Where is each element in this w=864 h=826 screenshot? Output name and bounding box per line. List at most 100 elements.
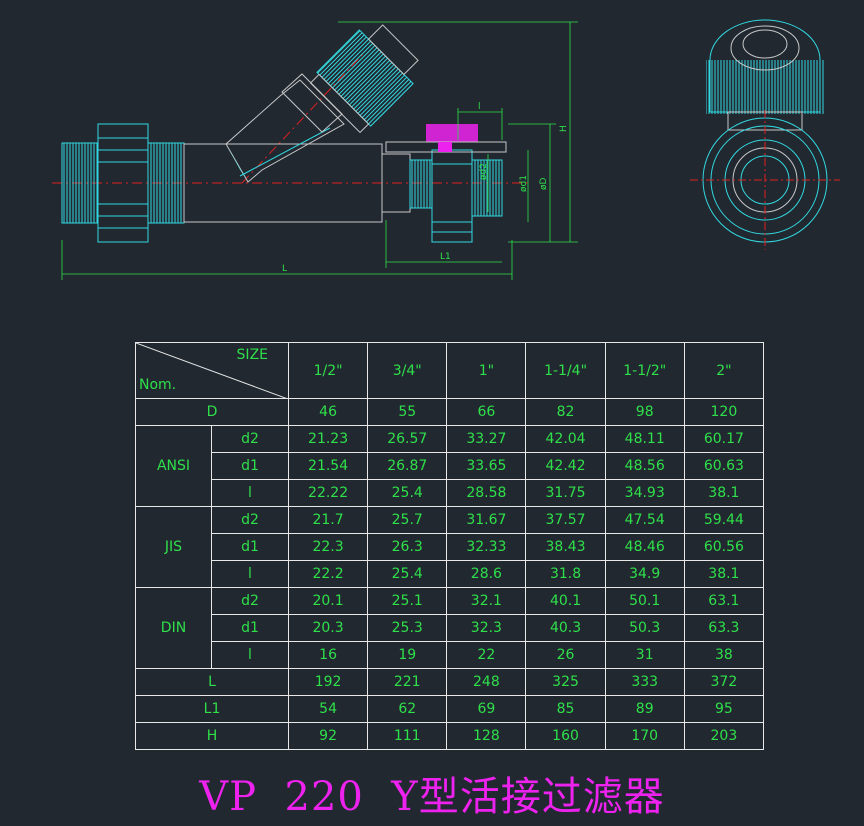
row-sub-label: d1	[211, 533, 289, 561]
table-cell: 21.54	[287, 452, 369, 480]
table-cell: 333	[604, 668, 685, 696]
table-cell: 55	[367, 398, 448, 426]
table-cell: 40.1	[525, 587, 606, 615]
strainer-cap	[309, 24, 419, 134]
table-cell: 50.1	[604, 587, 685, 615]
table-cell: 47.54	[604, 506, 685, 534]
row-label: D	[135, 398, 289, 426]
table-cell: 21.23	[287, 425, 369, 453]
size-header: 1"	[446, 342, 527, 399]
row-group-label: DIN	[135, 587, 212, 669]
table-cell: 32.3	[446, 614, 527, 642]
table-cell: 22.22	[287, 479, 369, 507]
table-cell: 42.42	[525, 452, 606, 480]
table-cell: 63.1	[683, 587, 765, 615]
table-cell: 82	[525, 398, 606, 426]
row-label: L1	[135, 695, 289, 723]
table-cell: 85	[525, 695, 606, 723]
table-cell: 89	[604, 695, 685, 723]
table-cell: 26.87	[367, 452, 448, 480]
table-cell: 26.3	[367, 533, 448, 561]
dim-label-D: øD	[539, 177, 549, 190]
side-view	[690, 19, 840, 250]
table-cell: 325	[525, 668, 606, 696]
row-sub-label: d2	[211, 506, 289, 534]
dim-label-L1: L1	[440, 252, 451, 262]
table-cell: 20.3	[287, 614, 369, 642]
row-label: L	[135, 668, 289, 696]
table-cell: 34.9	[604, 560, 685, 588]
dim-label-H: H	[559, 125, 569, 132]
dim-label-L: L	[282, 264, 287, 274]
table-cell: 170	[604, 722, 685, 750]
table-cell: 31.67	[446, 506, 527, 534]
size-header: 3/4"	[367, 342, 448, 399]
table-cell: 63.3	[683, 614, 765, 642]
table-cell: 111	[367, 722, 448, 750]
table-cell: 120	[683, 398, 765, 426]
row-sub-label: l	[211, 641, 289, 669]
right-union-nut	[381, 149, 503, 243]
left-union-nut	[61, 123, 185, 243]
table-cell: 26.57	[367, 425, 448, 453]
table-cell: 98	[604, 398, 685, 426]
table-cell: 40.3	[525, 614, 606, 642]
table-cell: 22	[446, 641, 527, 669]
row-sub-label: d2	[211, 587, 289, 615]
table-cell: 48.56	[604, 452, 685, 480]
table-cell: 32.1	[446, 587, 527, 615]
row-label: H	[135, 722, 289, 750]
dim-label-d1: ød1	[519, 175, 529, 192]
table-cell: 25.4	[367, 560, 448, 588]
table-cell: 16	[287, 641, 369, 669]
corner-diagonal	[136, 343, 288, 399]
size-header: 1-1/2"	[604, 342, 685, 399]
drawing-title: VP 220 Y型活接过滤器	[199, 774, 665, 820]
table-cell: 32.33	[446, 533, 527, 561]
table-cell: 25.7	[367, 506, 448, 534]
row-group-label: JIS	[135, 506, 212, 588]
table-cell: 95	[683, 695, 765, 723]
spec-table: SIZE Nom. 1/2" 3/4" 1" 1-1/4" 1-1/2" 2" …	[135, 342, 765, 750]
row-sub-label: d1	[211, 452, 289, 480]
table-cell: 60.17	[683, 425, 765, 453]
table-corner-cell: SIZE Nom.	[135, 342, 289, 399]
section-detail	[385, 124, 507, 153]
technical-drawing: L L1 H l øD ød1 ød2	[52, 19, 840, 280]
row-sub-label: l	[211, 479, 289, 507]
size-header: 1-1/4"	[525, 342, 606, 399]
table-cell: 54	[287, 695, 369, 723]
table-cell: 60.56	[683, 533, 765, 561]
dim-label-l: l	[478, 102, 481, 112]
table-cell: 33.27	[446, 425, 527, 453]
table-cell: 28.6	[446, 560, 527, 588]
table-cell: 192	[287, 668, 369, 696]
table-cell: 20.1	[287, 587, 369, 615]
strainer-body	[183, 73, 383, 223]
table-cell: 22.3	[287, 533, 369, 561]
row-sub-label: l	[211, 560, 289, 588]
size-header: 2"	[683, 342, 765, 399]
table-cell: 62	[367, 695, 448, 723]
table-cell: 66	[446, 398, 527, 426]
table-cell: 59.44	[683, 506, 765, 534]
table-cell: 38.1	[683, 560, 765, 588]
table-cell: 69	[446, 695, 527, 723]
row-sub-label: d1	[211, 614, 289, 642]
table-cell: 31.8	[525, 560, 606, 588]
table-cell: 34.93	[604, 479, 685, 507]
table-cell: 38.1	[683, 479, 765, 507]
dimension-lines	[61, 21, 578, 280]
table-cell: 19	[367, 641, 448, 669]
table-cell: 28.58	[446, 479, 527, 507]
